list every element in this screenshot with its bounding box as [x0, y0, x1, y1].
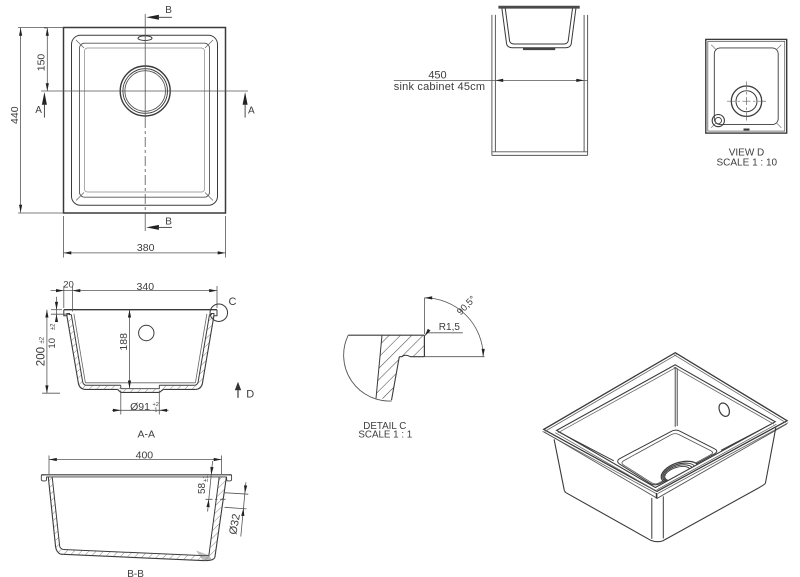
svg-text:A: A	[248, 105, 255, 116]
svg-text:B: B	[165, 217, 172, 228]
svg-text:+2: +2	[153, 402, 159, 408]
svg-text:450: 450	[428, 70, 446, 82]
svg-text:±1: ±1	[203, 475, 209, 482]
svg-text:D: D	[246, 389, 254, 401]
svg-text:Ø32: Ø32	[227, 513, 242, 536]
svg-text:±2: ±2	[51, 323, 57, 330]
svg-text:Ø91: Ø91	[130, 401, 150, 413]
svg-text:200: 200	[35, 347, 47, 366]
svg-text:A-A: A-A	[137, 429, 155, 441]
svg-text:380: 380	[137, 242, 155, 254]
svg-text:400: 400	[136, 450, 154, 462]
svg-text:C: C	[229, 296, 237, 308]
svg-text:B: B	[165, 5, 172, 16]
svg-text:±2: ±2	[40, 336, 46, 343]
svg-text:-1: -1	[153, 408, 158, 414]
svg-text:R1,5: R1,5	[439, 322, 461, 333]
svg-text:SCALE 1 : 10: SCALE 1 : 10	[717, 157, 778, 168]
svg-text:90,5°: 90,5°	[455, 294, 479, 318]
svg-text:20: 20	[63, 280, 74, 291]
svg-text:DETAIL C: DETAIL C	[363, 421, 406, 432]
svg-text:B-B: B-B	[127, 569, 144, 577]
svg-text:340: 340	[137, 281, 155, 293]
svg-text:10: 10	[47, 338, 58, 349]
svg-text:150: 150	[36, 54, 48, 72]
svg-text:VIEW D: VIEW D	[729, 148, 765, 159]
svg-text:A: A	[35, 105, 42, 116]
svg-text:SCALE 1 : 1: SCALE 1 : 1	[358, 429, 412, 440]
svg-text:58: 58	[197, 482, 208, 494]
svg-text:188: 188	[118, 333, 130, 351]
svg-text:sink cabinet 45cm: sink cabinet 45cm	[394, 81, 485, 93]
svg-text:440: 440	[9, 106, 21, 124]
